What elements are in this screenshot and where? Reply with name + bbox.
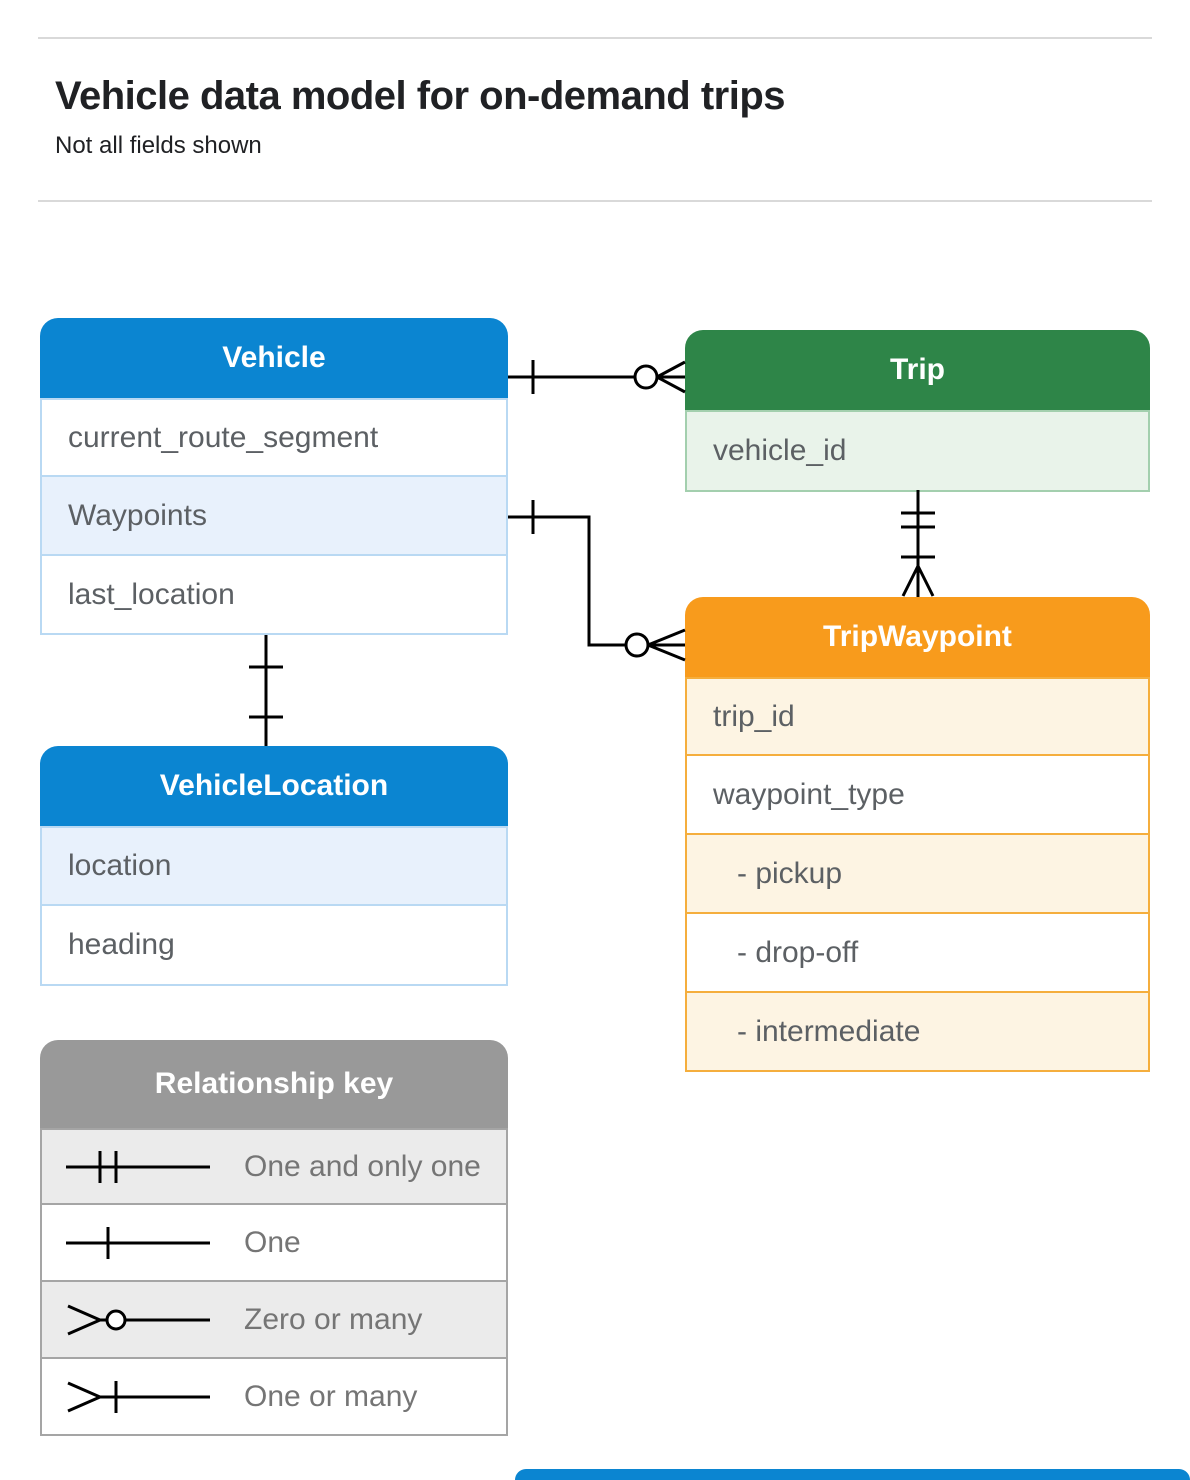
field-label: Waypoints [68,498,207,532]
field-row-current-route-segment: current_route_segment [40,398,508,477]
legend-row-one-or-many: One or many [40,1359,508,1436]
field-row-vehicle-id: vehicle_id [685,410,1150,492]
field-label: - intermediate [737,1014,921,1048]
page-title: Vehicle data model for on-demand trips [55,74,786,118]
field-row-trip-id: trip_id [685,677,1150,756]
field-label: trip_id [713,699,795,733]
entity-trip-waypoint-title: TripWaypoint [823,620,1012,653]
field-label: last_location [68,577,235,611]
connector-vehicle-vehiclelocation [249,635,283,746]
relationship-key: Relationship key One and only one One [40,1040,508,1436]
relationship-key-title: Relationship key [154,1067,394,1100]
header-rule [38,200,1152,202]
top-rule [38,37,1152,39]
entity-vehicle-header: Vehicle [40,318,508,398]
entity-vehicle-location: VehicleLocation location heading [40,746,508,986]
entity-trip-waypoint: TripWaypoint trip_id waypoint_type - pic… [685,597,1150,1072]
field-row-last-location: last_location [40,556,508,635]
connector-vehicle-trip [508,360,686,394]
field-row-pickup: - pickup [685,835,1150,914]
field-label: vehicle_id [713,434,847,467]
legend-row-one: One [40,1205,508,1282]
legend-label: One [244,1225,301,1259]
field-label: location [68,849,172,882]
field-label: current_route_segment [68,420,379,454]
legend-label: Zero or many [244,1302,423,1336]
entity-trip-title: Trip [889,353,945,386]
one-icon [66,1226,210,1259]
cropped-table-header-bar [515,1469,1190,1480]
field-row-drop-off: - drop-off [685,914,1150,993]
legend-row-zero-or-many: Zero or many [40,1282,508,1359]
page-subtitle: Not all fields shown [55,132,262,159]
legend-row-one-and-only-one: One and only one [40,1128,508,1205]
connector-trip-tripwaypoint [901,490,935,597]
entity-trip-waypoint-header: TripWaypoint [685,597,1150,677]
field-label: heading [68,928,175,961]
legend-label: One or many [244,1379,418,1413]
entity-vehicle-title: Vehicle [222,341,326,374]
relationship-key-header: Relationship key [40,1040,508,1128]
entity-vehicle-location-title: VehicleLocation [159,769,389,802]
entity-vehicle-location-header: VehicleLocation [40,746,508,826]
field-row-intermediate: - intermediate [685,993,1150,1072]
legend-label: One and only one [244,1149,481,1183]
field-row-waypoint-type: waypoint_type [685,756,1150,835]
one-and-only-one-icon [66,1150,210,1183]
zero-or-many-icon [67,1304,210,1335]
field-row-location: location [40,826,508,906]
field-label: - pickup [737,856,843,890]
one-or-many-icon [67,1380,210,1413]
entity-trip: Trip vehicle_id [685,330,1150,492]
field-label: - drop-off [737,935,859,969]
field-row-heading: heading [40,906,508,986]
connector-vehicle-waypoints-tripwaypoint [508,500,686,662]
entity-trip-header: Trip [685,330,1150,410]
entity-vehicle: Vehicle current_route_segment Waypoints … [40,318,508,635]
field-label: waypoint_type [713,777,905,811]
field-row-waypoints: Waypoints [40,477,508,556]
